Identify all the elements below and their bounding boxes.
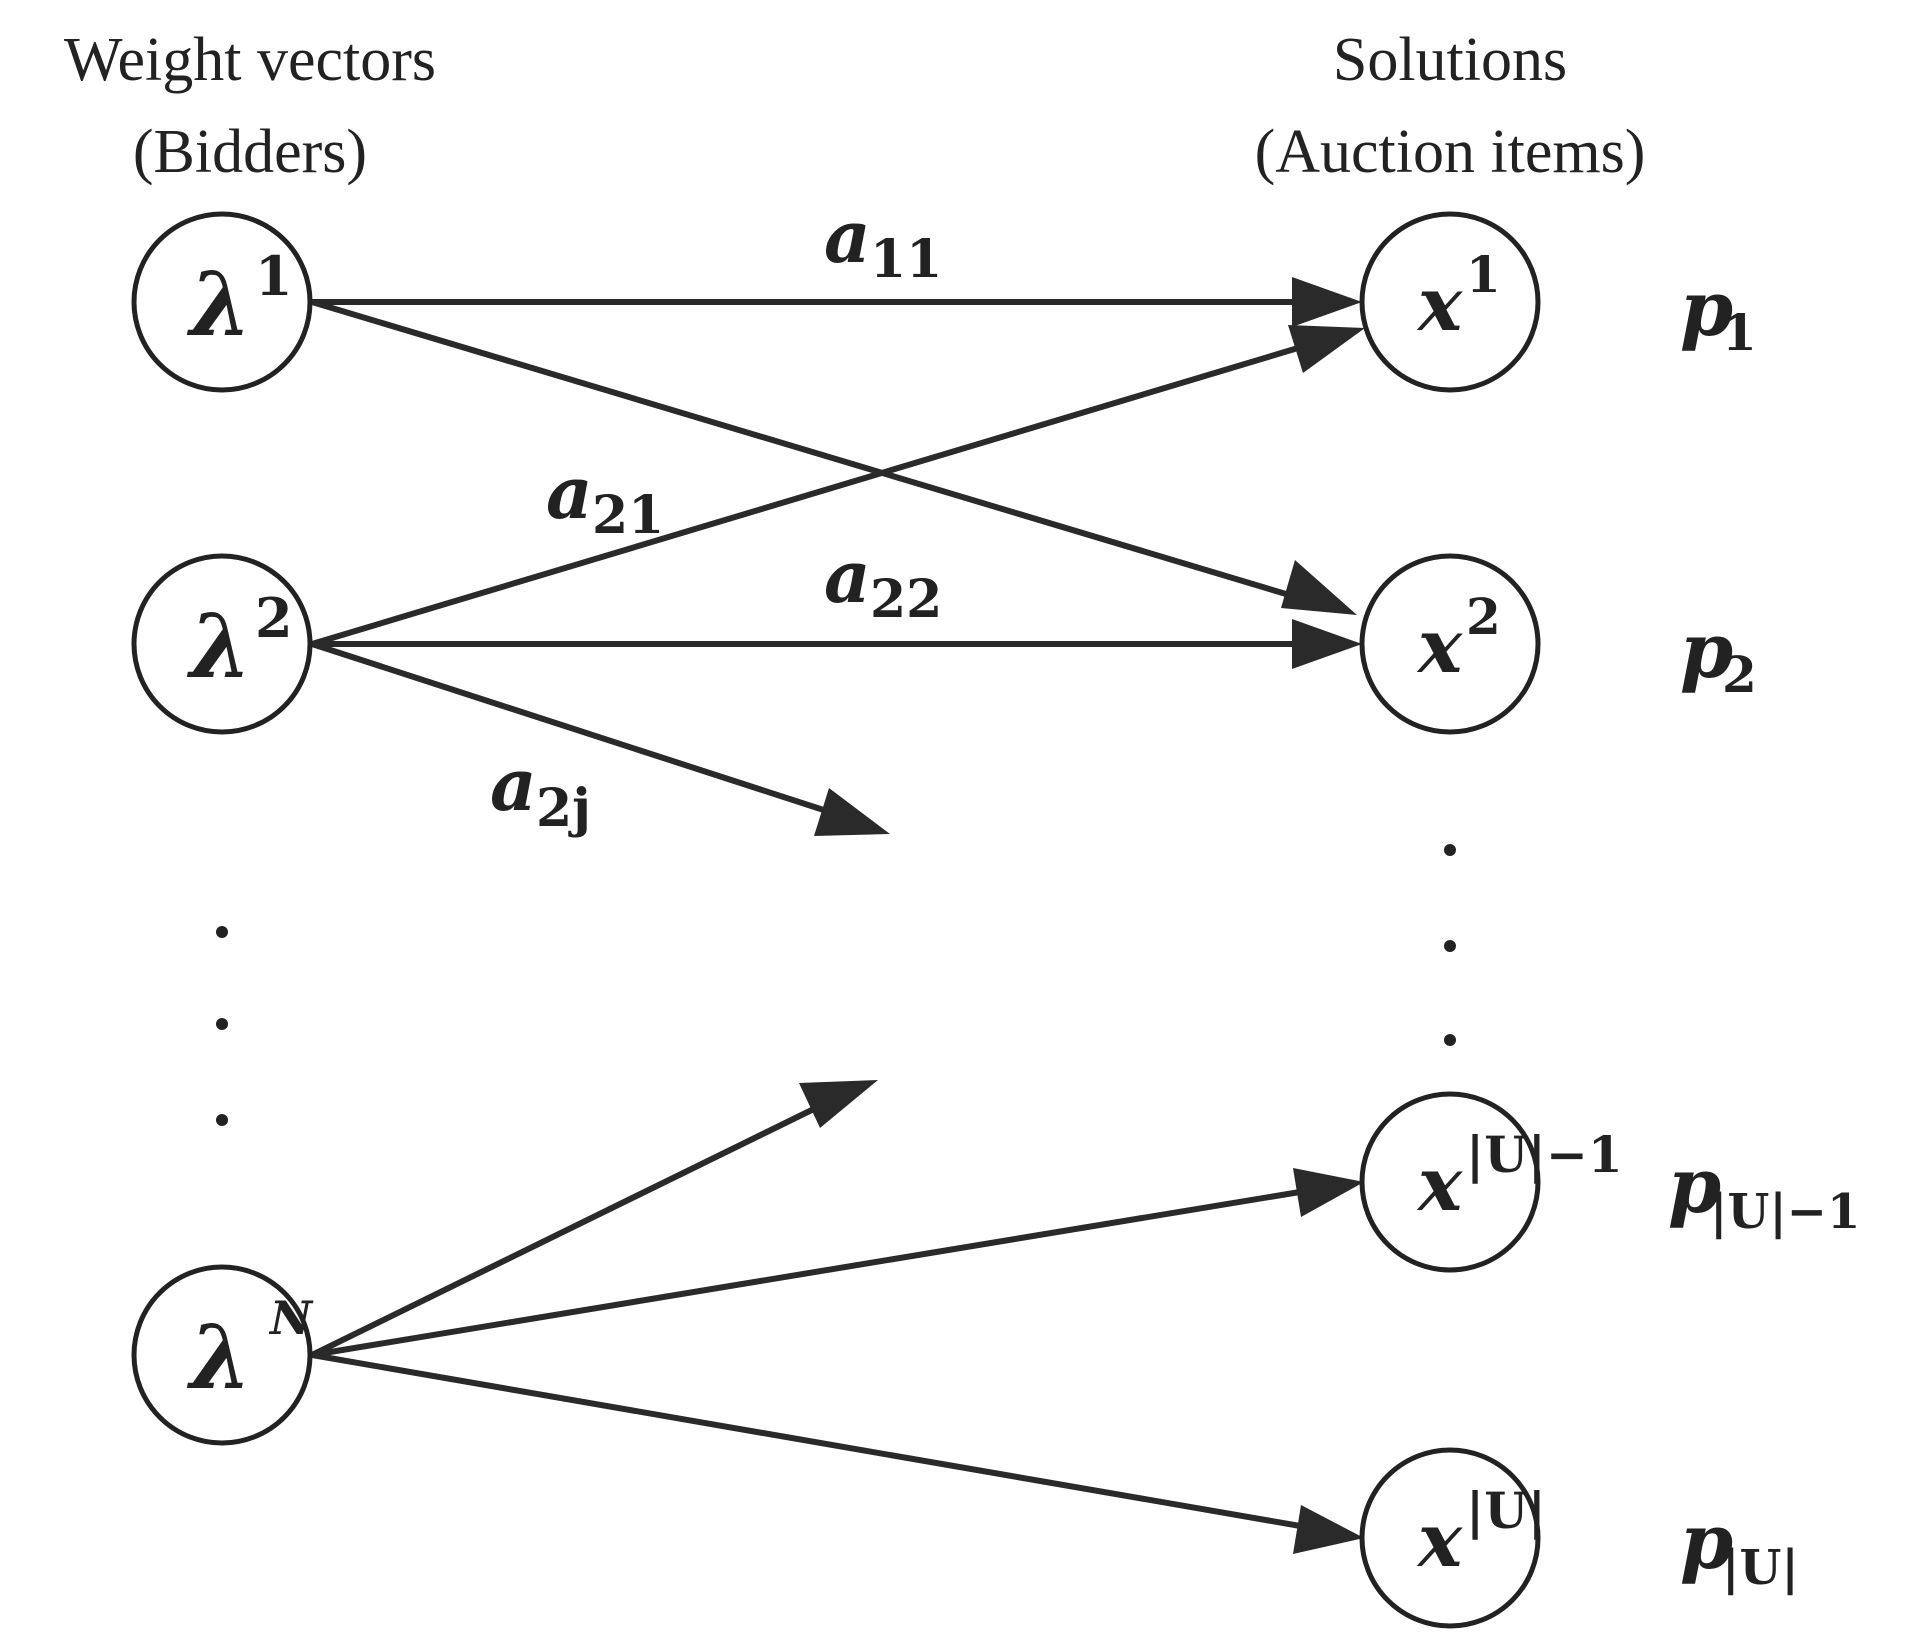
edge-label-a11: a 11 [824,194,942,290]
arrowhead-up [799,1080,878,1128]
bidder-1-symbol: λ [186,252,252,356]
edge-lambda1-x2 [311,299,1297,600]
edge-lambda2-x1 [311,342,1309,647]
arrowhead-x2-from-lambda1 [1281,560,1357,615]
items-header-line1: Solutions [1333,26,1567,94]
item-1-symbol: x [1416,262,1463,348]
bidder-N-sup: N [268,1291,314,1345]
arrowhead-x2-from-lambda2 [1292,619,1362,669]
price-U-sub: |U| [1722,1540,1799,1596]
edge-label-a22-symbol: a [824,534,871,619]
edge-label-a11-sub: 11 [870,229,942,290]
bidders-ellipsis [216,926,228,1126]
edge-lambdaN-xU [311,1352,1313,1531]
edge-lambdaN-xU1 [311,1187,1313,1358]
price-U-minus-1-symbol: p [1668,1141,1721,1230]
price-1: p 1 [1680,264,1757,362]
edge-label-a11-symbol: a [824,194,871,279]
item-U-minus-1-sup: |U|−1 [1466,1125,1623,1185]
price-U-symbol: p [1680,1497,1733,1586]
item-node-U: x |U| [1359,1447,1546,1629]
item-U-minus-1-symbol: x [1416,1142,1463,1228]
arrowhead-xU [1293,1505,1364,1554]
item-2-symbol: x [1416,604,1463,690]
bidder-1-sup: 1 [255,244,293,308]
arrowhead-x1-from-lambda2 [1288,325,1365,373]
edge-label-a21-sub: 21 [592,485,664,546]
price-2: p 2 [1680,606,1757,704]
item-node-U-minus-1: x |U|−1 [1359,1091,1623,1273]
price-U: p |U| [1680,1497,1799,1596]
item-node-1: x 1 [1359,211,1541,393]
edge-label-a21: a 21 [546,450,664,546]
bidder-2-symbol: λ [186,594,252,698]
item-1-sup: 1 [1466,245,1501,304]
item-U-sup: |U| [1466,1481,1546,1541]
bidders-header-line1: Weight vectors [64,26,436,94]
bidder-node-1: λ 1 [131,211,313,393]
edge-label-a2j: a 2j [490,742,591,839]
price-1-sub: 1 [1722,303,1757,362]
bidder-N-symbol: λ [186,1305,252,1409]
price-U-minus-1: p |U|−1 [1668,1141,1860,1240]
items-header-line2: (Auction items) [1255,118,1646,186]
price-1-symbol: p [1680,264,1733,353]
items-ellipsis [1444,844,1456,1046]
edge-lambdaN-up [310,1100,828,1358]
price-U-minus-1-sub: |U|−1 [1710,1184,1860,1240]
edges [310,299,1313,1531]
arrowhead-xU1 [1293,1168,1364,1217]
bidder-node-N: λ N [131,1264,314,1446]
item-2-sup: 2 [1466,587,1501,646]
item-node-2: x 2 [1359,553,1541,735]
edge-label-a2j-sub: 2j [536,778,591,839]
edge-label-a22: a 22 [824,534,942,630]
arrowhead-x1 [1292,277,1362,327]
bidder-node-2: λ 2 [131,553,313,735]
edge-label-a21-symbol: a [546,450,593,535]
edge-lambda2-j [311,641,837,817]
bidder-2-sup: 2 [255,586,293,650]
arrowhead-j [814,788,890,836]
price-2-symbol: p [1680,606,1733,695]
price-2-sub: 2 [1722,645,1757,704]
bidders-header-line2: (Bidders) [133,118,367,186]
item-U-symbol: x [1416,1498,1463,1584]
edge-label-a2j-symbol: a [490,742,537,827]
arrowheads [799,277,1365,1554]
edge-label-a22-sub: 22 [870,569,942,630]
